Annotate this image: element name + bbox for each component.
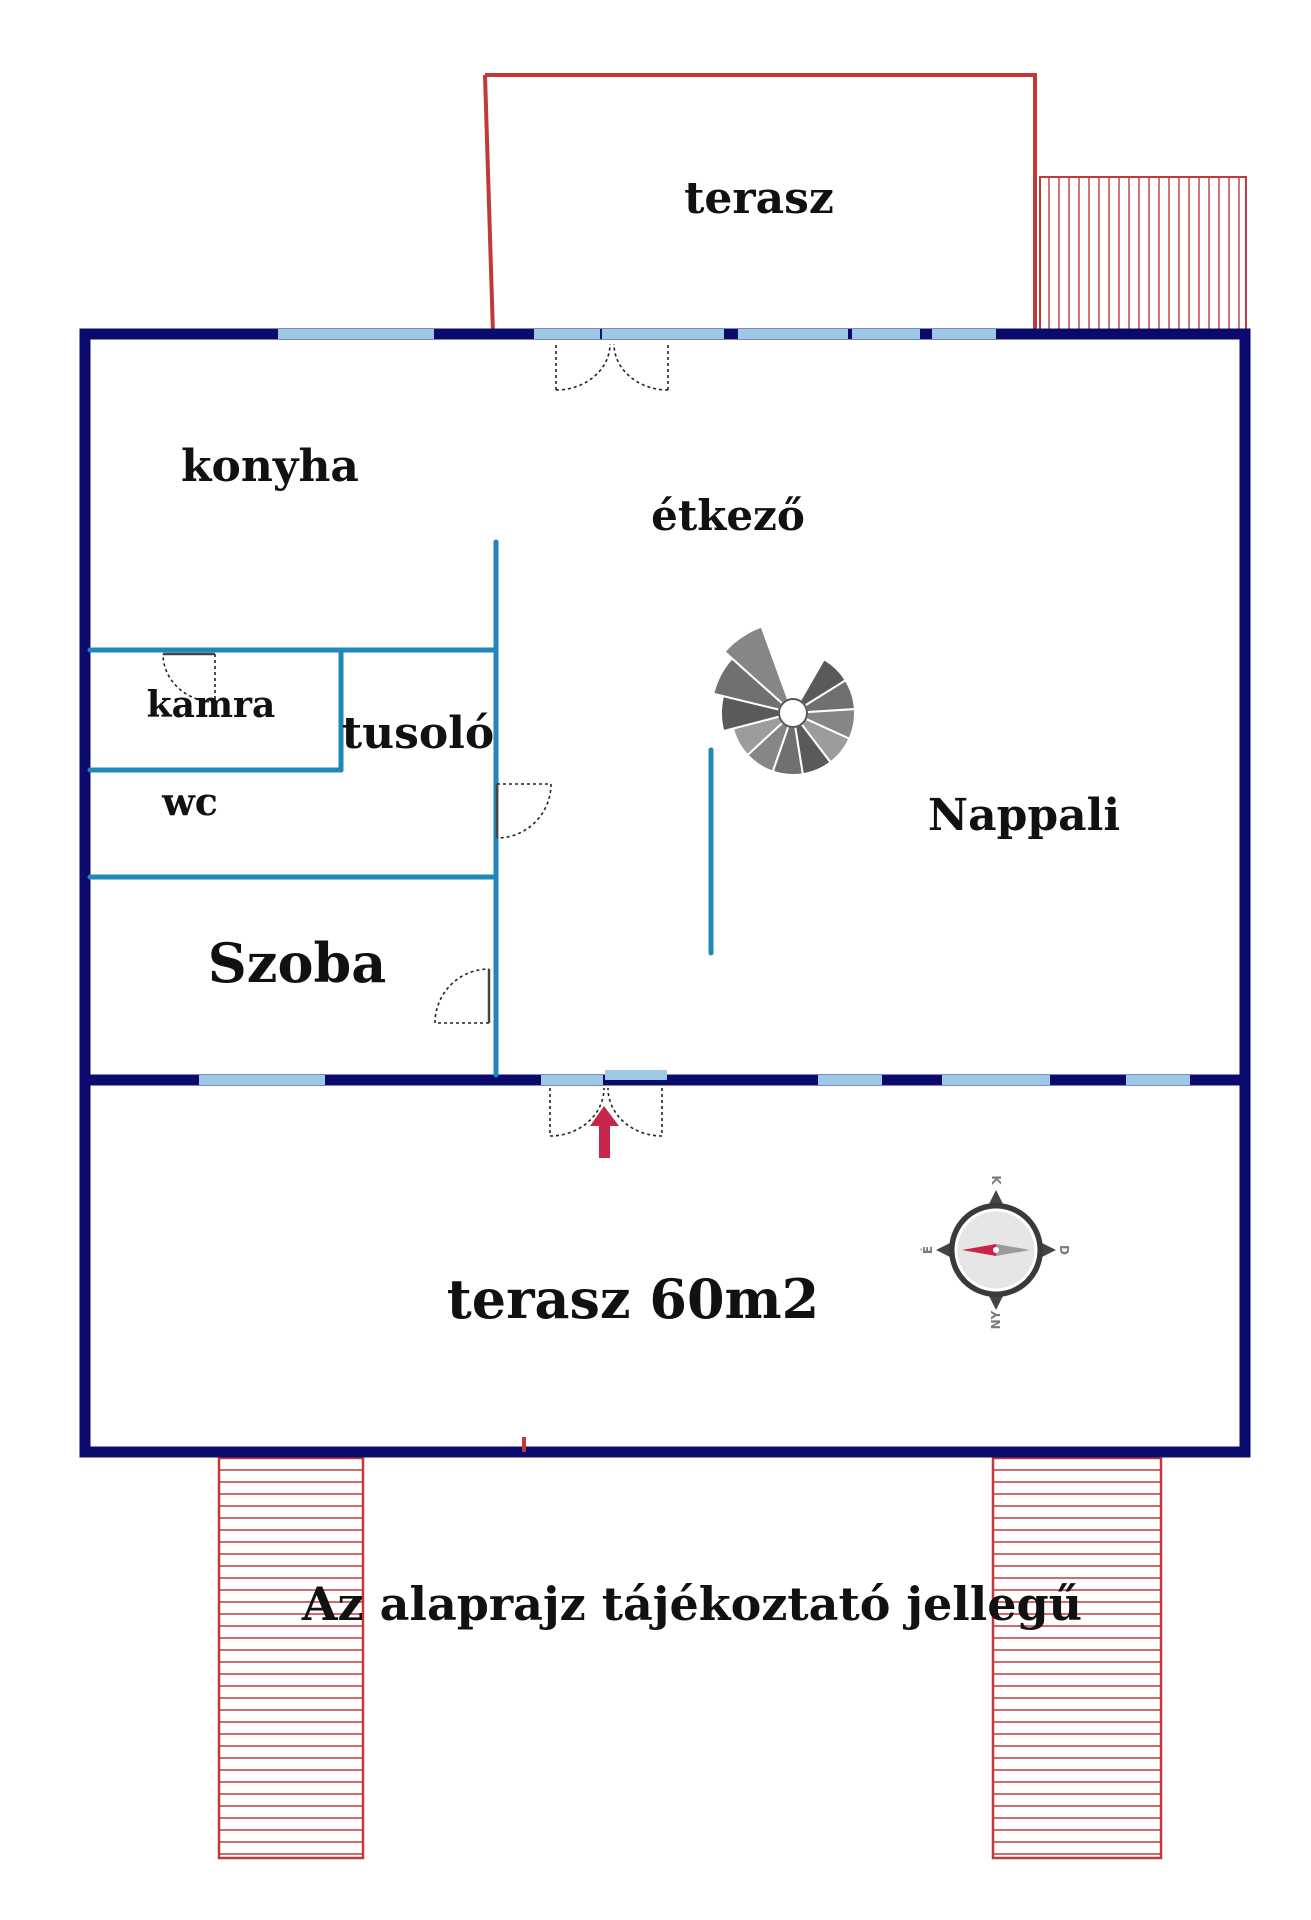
windows-top xyxy=(278,329,996,339)
top-right-railing xyxy=(1039,176,1247,335)
compass-east-label: D xyxy=(1057,1245,1071,1255)
label-wc: wc xyxy=(161,779,218,824)
label-kamra: kamra xyxy=(147,684,276,726)
compass-west-label: É xyxy=(920,1246,935,1254)
windows-middle xyxy=(199,1070,1190,1085)
label-terasz-top: terasz xyxy=(684,173,834,224)
label-konyha: konyha xyxy=(181,441,359,492)
label-terasz-bottom: terasz 60m2 xyxy=(447,1267,819,1331)
spiral-staircase-icon xyxy=(712,625,856,776)
label-szoba: Szoba xyxy=(208,931,386,995)
stair-left-outline xyxy=(217,1456,365,1860)
door-leaves xyxy=(163,652,499,1023)
label-etkezo: étkező xyxy=(651,491,805,540)
top-terrace-outline xyxy=(483,73,1037,335)
label-nappali: Nappali xyxy=(928,790,1120,841)
disclaimer-text: Az alaprajz tájékoztató jellegű xyxy=(301,1577,1082,1631)
door-swings xyxy=(162,343,669,1137)
label-tusolo: tusoló xyxy=(342,708,495,759)
entrance-arrow-icon xyxy=(590,1106,619,1158)
compass-rose-icon: K D NY É xyxy=(920,1175,1071,1329)
compass-north-label: K xyxy=(989,1175,1003,1185)
stair-right-outline xyxy=(991,1456,1163,1860)
compass-south-label: NY xyxy=(989,1310,1003,1329)
